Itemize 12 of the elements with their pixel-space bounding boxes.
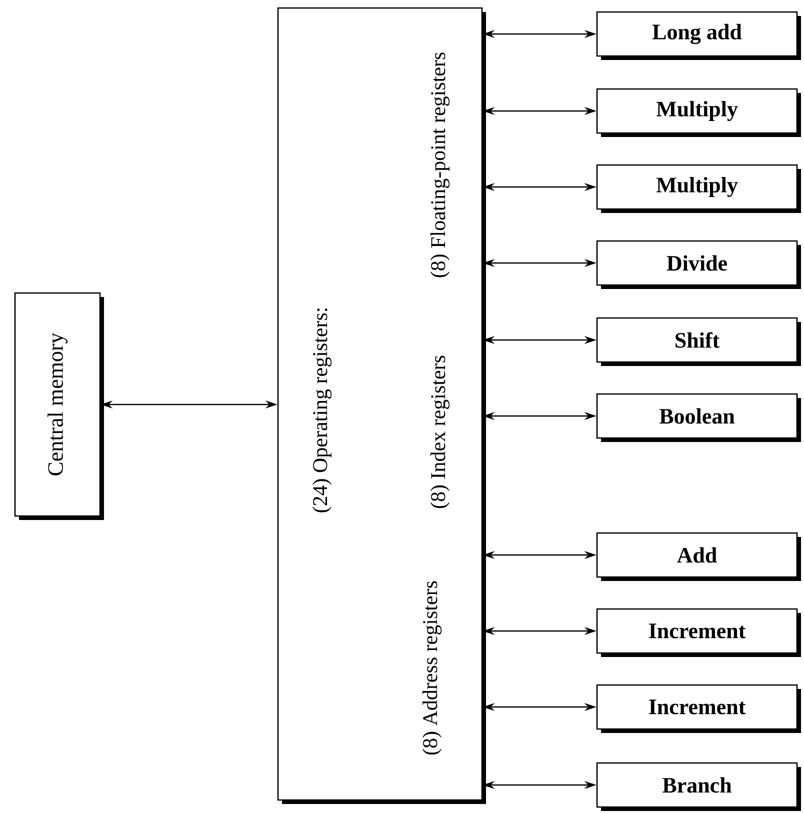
unit-box: Branch <box>596 762 801 811</box>
unit-box: Multiply <box>596 164 801 213</box>
unit-box: Multiply <box>596 88 801 137</box>
unit-box: Divide <box>596 240 801 289</box>
register-box: (24) Operating registers: (8) Floating-point registers (8) Index registers (8) Address registers <box>277 7 486 804</box>
memory-box: Central memory <box>14 292 104 520</box>
unit-box: Increment <box>596 684 801 733</box>
unit-box: Add <box>596 532 801 581</box>
unit-box: Shift <box>596 317 801 366</box>
unit-box: Long add <box>596 11 801 60</box>
unit-box: Boolean <box>596 393 801 442</box>
unit-box: Increment <box>596 608 801 657</box>
